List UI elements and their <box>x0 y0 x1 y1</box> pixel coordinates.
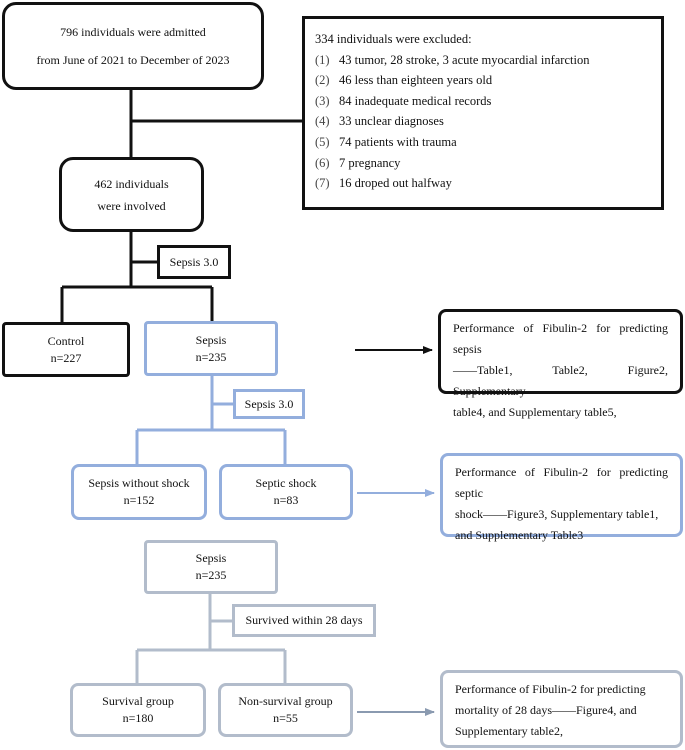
septic-shock-n: n=83 <box>273 493 299 507</box>
perf-mortality-box: Performance of Fibulin-2 for predicting … <box>440 670 683 748</box>
excluded-item: (1)43 tumor, 28 stroke, 3 acute myocardi… <box>315 52 590 67</box>
sepsis-label-2: Sepsis <box>195 551 227 565</box>
involved-box: 462 individuals were involved <box>59 157 204 232</box>
perf-shock-line-1: Performance of Fibulin-2 for predicting … <box>455 465 668 500</box>
sepsis-n: n=235 <box>195 349 227 364</box>
excluded-title: 334 individuals were excluded: <box>315 32 472 46</box>
excluded-item: (6)7 pregnancy <box>315 155 401 170</box>
admitted-line-2: from June of 2021 to December of 2023 <box>36 53 230 67</box>
excluded-item: (7)16 droped out halfway <box>315 176 452 191</box>
perf-sepsis-line-3: table4, and Supplementary table5, <box>453 405 617 419</box>
survival-group-n: n=180 <box>122 711 154 725</box>
perf-shock-line-2: shock——Figure3, Supplementary table1, <box>455 507 659 521</box>
criteria-sepsis-3-box: Sepsis 3.0 <box>157 245 231 279</box>
sepsis-without-shock-n: n=152 <box>123 493 155 507</box>
involved-line-1: 462 individuals <box>94 176 169 191</box>
sepsis-n-2: n=235 <box>195 568 227 582</box>
control-label: Control <box>47 333 85 348</box>
excluded-item: (5)74 patients with trauma <box>315 134 457 149</box>
sepsis-box: Sepsis n=235 <box>144 321 278 376</box>
sepsis-box-2: Sepsis n=235 <box>144 540 278 594</box>
perf-mortality-line-1: Performance of Fibulin-2 for predicting <box>455 682 646 696</box>
control-box: Control n=227 <box>2 322 130 377</box>
excluded-item: (3)84 inadequate medical records <box>315 93 492 108</box>
perf-sepsis-line-2: ——Table1, Table2, Figure2, Supplementary <box>453 363 668 398</box>
septic-shock-label: Septic shock <box>255 476 317 490</box>
survival-group-box: Survival group n=180 <box>70 683 206 737</box>
non-survival-group-n: n=55 <box>273 711 298 725</box>
criteria-survived-label: Survived within 28 days <box>245 613 363 627</box>
perf-sepsis-line-1: Performance of Fibulin-2 for predicting … <box>453 321 668 356</box>
criteria-sepsis-3-label-2: Sepsis 3.0 <box>244 396 294 411</box>
excluded-item: (2)46 less than eighteen years old <box>315 73 493 88</box>
control-n: n=227 <box>50 350 82 365</box>
survival-group-label: Survival group <box>102 694 174 708</box>
involved-line-2: were involved <box>97 198 166 213</box>
sepsis-label: Sepsis <box>195 332 227 347</box>
admitted-line-1: 796 individuals were admitted <box>60 25 206 39</box>
sepsis-without-shock-label: Sepsis without shock <box>88 476 190 490</box>
septic-shock-box: Septic shock n=83 <box>219 464 353 520</box>
criteria-survived-box: Survived within 28 days <box>232 604 376 637</box>
criteria-sepsis-3-box-2: Sepsis 3.0 <box>233 389 305 419</box>
excluded-item: (4)33 unclear diagnoses <box>315 114 444 129</box>
sepsis-without-shock-box: Sepsis without shock n=152 <box>71 464 207 520</box>
non-survival-group-box: Non-survival group n=55 <box>218 683 353 737</box>
perf-sepsis-box: Performance of Fibulin-2 for predicting … <box>438 309 683 419</box>
perf-shock-box: Performance of Fibulin-2 for predicting … <box>440 453 683 542</box>
criteria-sepsis-3-label: Sepsis 3.0 <box>169 254 219 269</box>
non-survival-group-label: Non-survival group <box>238 694 333 708</box>
excluded-box: 334 individuals were excluded: (1)43 tum… <box>302 16 664 210</box>
perf-shock-line-3: and Supplementary Table3 <box>455 528 584 542</box>
admitted-box: 796 individuals were admitted from June … <box>2 2 264 90</box>
perf-mortality-line-2: mortality of 28 days——Figure4, and <box>455 703 637 717</box>
perf-mortality-line-3: Supplementary table2, <box>455 724 563 738</box>
